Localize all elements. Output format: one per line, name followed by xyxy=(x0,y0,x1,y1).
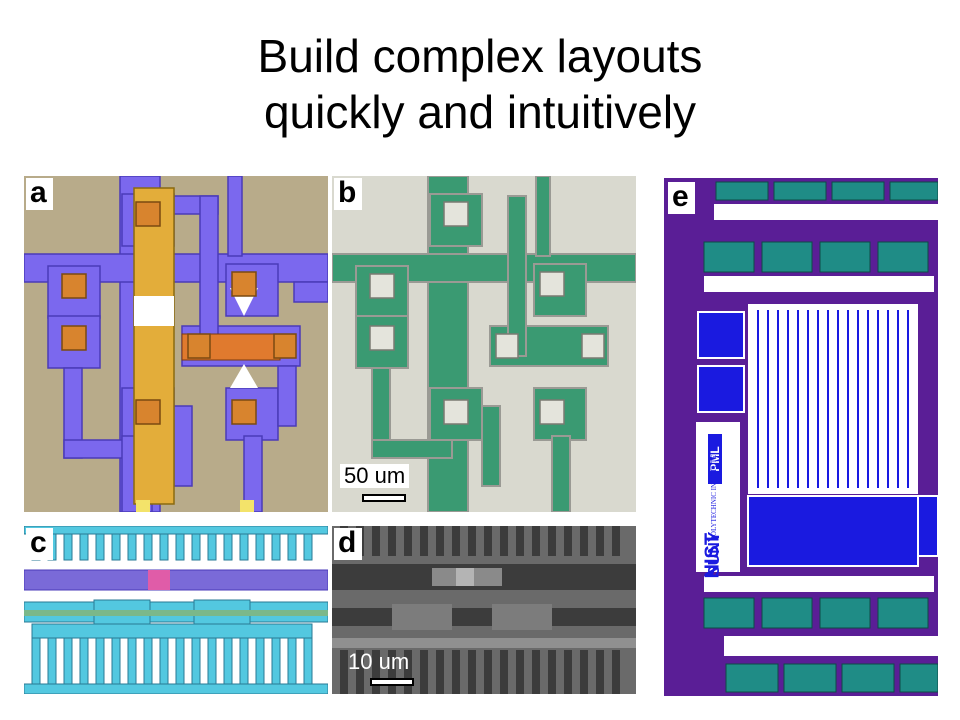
panel-c-layout: c xyxy=(24,526,328,694)
panel-a-label: a xyxy=(26,178,53,210)
slide-title: Build complex layouts quickly and intuit… xyxy=(0,28,960,140)
panel-c-label: c xyxy=(26,528,53,560)
title-line-2: quickly and intuitively xyxy=(263,86,697,138)
panel-e-label: e xyxy=(668,182,695,214)
panel-a-layout-drawing xyxy=(24,176,328,512)
panel-d-scale-bar xyxy=(370,678,414,686)
title-line-1: Build complex layouts xyxy=(257,30,703,82)
panel-d-label: d xyxy=(334,528,363,560)
panel-d-sem-image: d 10 um xyxy=(332,526,636,694)
panel-b-label: b xyxy=(334,178,363,210)
panel-b-scale-label: 50 um xyxy=(340,464,410,488)
nist-pml-suny-logo: NIST PML SUNY POLYTECHNIC INSTITUTE xyxy=(698,428,738,579)
panel-a-layout: a xyxy=(24,176,328,512)
panel-d-sem-drawing xyxy=(332,526,636,694)
panel-c-layout-drawing xyxy=(24,526,328,694)
panel-b-micrograph-drawing xyxy=(332,176,636,512)
panel-d-scale-label: 10 um xyxy=(348,649,410,674)
panel-b-micrograph: b 50 um xyxy=(332,176,636,512)
panel-e-die-drawing xyxy=(664,178,938,696)
panel-e-die-layout: e NIST PML SUNY POLYTECHNIC INSTITUTE xyxy=(664,178,938,696)
logo-text-polytechnic: POLYTECHNIC INSTITUTE xyxy=(710,454,718,540)
panel-b-scale-bar xyxy=(362,494,406,502)
